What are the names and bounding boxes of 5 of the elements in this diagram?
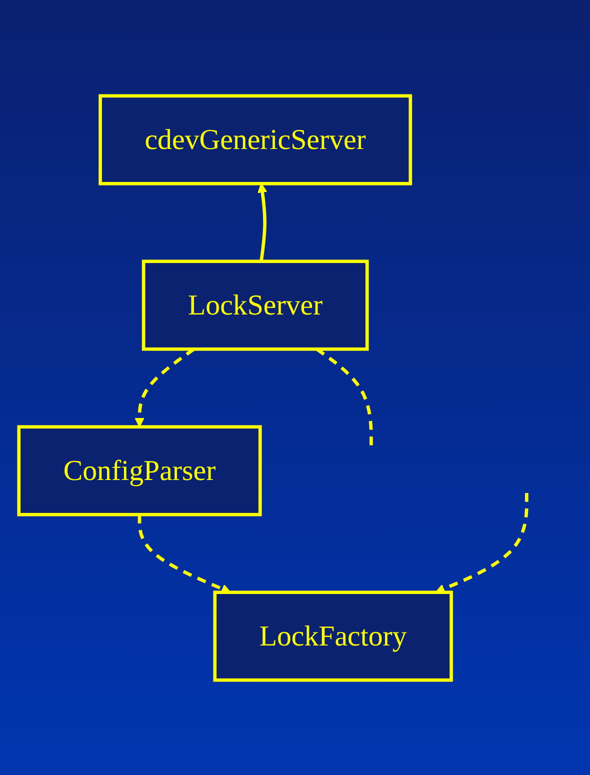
node-box: LockServer — [142, 259, 369, 350]
arrow — [258, 182, 268, 262]
node-box: cdevGenericServer — [98, 94, 412, 185]
node-box: LockFactory — [213, 590, 453, 682]
node-box: ConfigParser — [17, 424, 262, 516]
